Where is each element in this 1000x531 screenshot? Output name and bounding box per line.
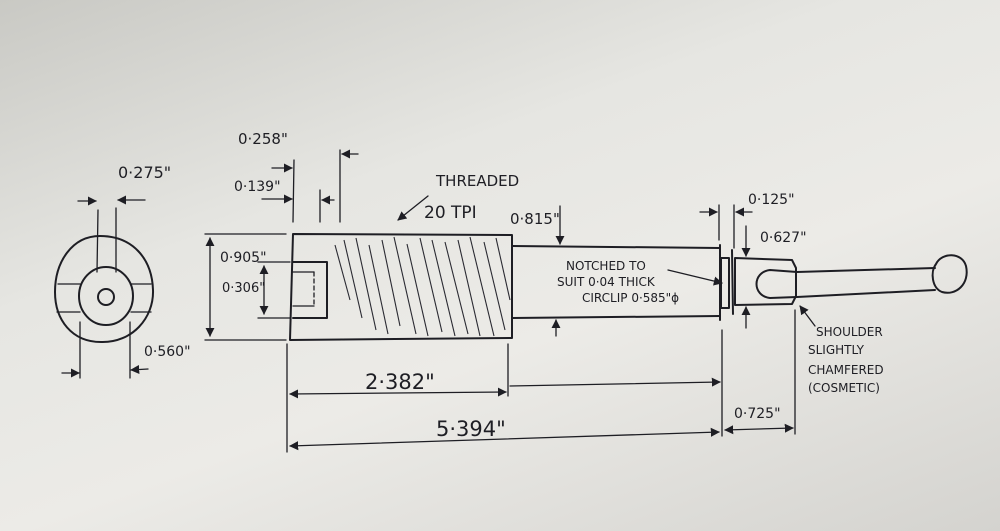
dim-0258-label: 0·258" bbox=[238, 130, 288, 148]
shoulder-note-1: SHOULDER bbox=[816, 325, 883, 339]
end-view: 0·275" 0·560" bbox=[54, 163, 191, 379]
side-view: 0·258" 0·139" THREADED 20 TPI 0·905" 0·3… bbox=[204, 130, 968, 453]
dim-0125-label: 0·125" bbox=[748, 192, 795, 208]
shaft-outline bbox=[511, 245, 721, 319]
shoulder-note-2: SLIGHTLY bbox=[808, 343, 865, 357]
dim-0627-label: 0·627" bbox=[760, 230, 807, 246]
dim-line-2382-ext bbox=[509, 377, 721, 387]
dim-0275-label: 0·275" bbox=[118, 163, 171, 182]
note-line-3: CIRCLIP 0·585"ϕ bbox=[582, 291, 679, 305]
dim-line-5394 bbox=[289, 427, 720, 451]
note-line-2: SUIT 0·04 THICK bbox=[557, 275, 656, 289]
rod-outline bbox=[796, 267, 936, 298]
threaded-body-outline bbox=[289, 233, 513, 341]
dim-line-0725 bbox=[724, 423, 794, 435]
end-view-center-hole bbox=[97, 288, 115, 306]
dim-line-2382 bbox=[289, 387, 507, 399]
ext-line-head-left bbox=[292, 159, 295, 223]
shoulder-note-4: (COSMETIC) bbox=[808, 381, 880, 395]
threaded-leader bbox=[397, 195, 429, 221]
shoulder-inner-curve bbox=[755, 269, 798, 299]
thread-hatching bbox=[334, 236, 511, 337]
dim-0306-label: 0·306" bbox=[222, 281, 265, 296]
dim-0725-label: 0·725" bbox=[734, 406, 781, 422]
dim-0560-label: 0·560" bbox=[144, 344, 191, 360]
rod-end-knob bbox=[931, 254, 968, 294]
note-leader bbox=[667, 269, 723, 286]
shoulder-leader bbox=[799, 305, 816, 327]
dim-0139-label: 0·139" bbox=[234, 179, 281, 195]
end-view-inner-circle bbox=[78, 266, 134, 326]
dim-2382-label: 2·382" bbox=[365, 370, 435, 394]
end-view-outer-circle bbox=[54, 235, 155, 344]
shoulder-outline bbox=[734, 257, 797, 306]
dim-5394-label: 5·394" bbox=[436, 417, 506, 441]
note-line-1: NOTCHED TO bbox=[566, 259, 646, 273]
dim-arrow-0560-right bbox=[130, 364, 149, 375]
groove-right bbox=[731, 249, 734, 315]
threaded-label-line-1: THREADED bbox=[435, 172, 519, 190]
threaded-label-line-2: 20 TPI bbox=[424, 203, 477, 223]
head-slot bbox=[292, 261, 328, 319]
shoulder-note-3: CHAMFERED bbox=[808, 363, 884, 377]
dim-0905-label: 0·905" bbox=[220, 250, 267, 266]
end-view-ext-left bbox=[96, 209, 99, 273]
dim-0815-label: 0·815" bbox=[510, 210, 560, 228]
